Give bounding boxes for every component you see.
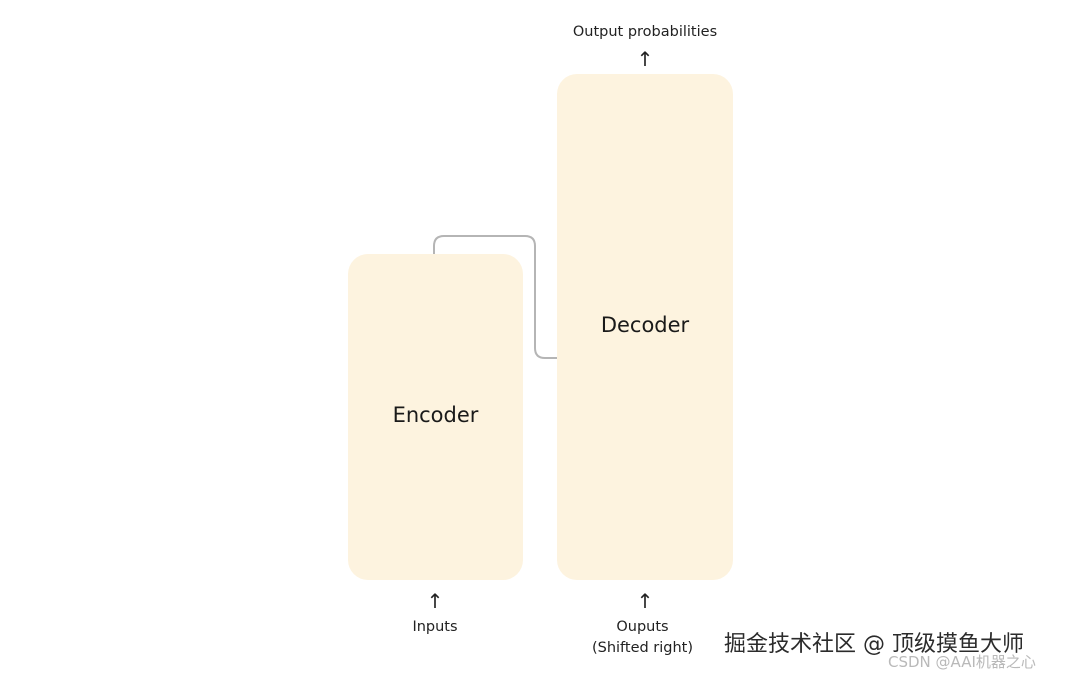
decoder-label: Decoder xyxy=(600,313,690,337)
output-arrow-icon: ↑ xyxy=(636,47,654,71)
outputs-label: Ouputs xyxy=(616,619,669,635)
inputs-label: Inputs xyxy=(412,619,458,635)
encoder-label: Encoder xyxy=(392,403,479,427)
connector-line xyxy=(433,235,557,359)
output-probabilities-label: Output probabilities xyxy=(572,24,718,40)
watermark-main: 掘金技术社区 @ 顶级摸鱼大师 xyxy=(724,632,1024,657)
outputs-shifted-label: (Shifted right) xyxy=(591,640,694,656)
encoder-block: Encoder xyxy=(348,254,523,580)
watermark-sub: CSDN @AAI机器之心 xyxy=(888,653,1036,671)
decoder-block: Decoder xyxy=(557,74,733,580)
inputs-arrow-icon: ↑ xyxy=(426,589,444,613)
outputs-arrow-icon: ↑ xyxy=(636,589,654,613)
